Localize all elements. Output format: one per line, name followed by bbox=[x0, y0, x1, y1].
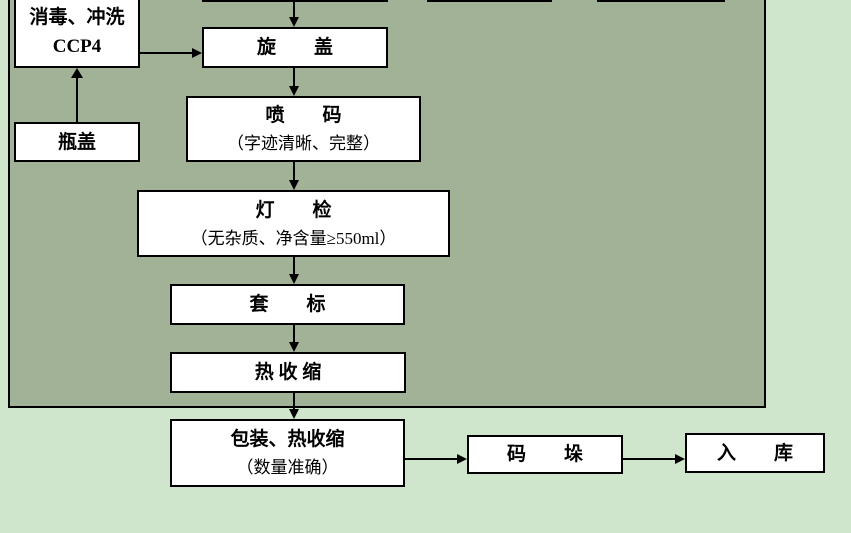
node-ink-coding-note: （字迹清晰、完整） bbox=[227, 134, 380, 153]
arrowhead-bottle-cap-to-disinfect bbox=[71, 68, 83, 78]
arrow-labeling-to-shrink bbox=[293, 325, 295, 343]
arrowhead-packing-to-palletizing bbox=[457, 454, 467, 464]
node-packing-heat-shrink: 包装、热收缩 （数量准确） bbox=[170, 419, 405, 487]
node-light-inspection-note: （无杂质、净含量≥550ml） bbox=[190, 228, 397, 248]
node-heat-shrink-title: 热 收 缩 bbox=[254, 362, 322, 383]
truncated-box-edge-3 bbox=[597, 0, 725, 2]
node-disinfect-subtitle: CCP4 bbox=[52, 36, 102, 57]
node-sleeve-labeling-title: 套 标 bbox=[249, 294, 326, 315]
node-ink-coding-title: 喷 码 bbox=[265, 105, 342, 126]
node-light-inspection: 灯 检 （无杂质、净含量≥550ml） bbox=[137, 190, 450, 257]
node-disinfect-title: 消毒、冲洗 bbox=[29, 7, 125, 28]
node-bottle-cap-title: 瓶盖 bbox=[57, 131, 96, 153]
arrowhead-palletizing-to-warehousing bbox=[675, 454, 685, 464]
arrowhead-top-to-screw-cap bbox=[289, 17, 299, 27]
arrow-inspection-to-labeling bbox=[293, 256, 295, 275]
arrow-disinfect-to-screw-cap bbox=[140, 52, 192, 54]
node-warehousing-title: 入 库 bbox=[716, 442, 793, 464]
arrow-top-to-screw-cap bbox=[293, 2, 295, 18]
arrowhead-coding-to-inspection bbox=[289, 180, 299, 190]
node-palletizing: 码 垛 bbox=[467, 435, 623, 474]
node-heat-shrink: 热 收 缩 bbox=[170, 352, 406, 393]
arrow-screw-cap-to-coding bbox=[293, 68, 295, 87]
node-packing-note: （数量准确） bbox=[236, 458, 339, 477]
node-warehousing: 入 库 bbox=[685, 433, 825, 473]
arrow-palletizing-to-warehousing bbox=[623, 458, 675, 460]
node-packing-title: 包装、热收缩 bbox=[230, 429, 345, 450]
arrow-shrink-to-packing bbox=[293, 393, 295, 410]
node-ink-coding: 喷 码 （字迹清晰、完整） bbox=[186, 96, 421, 162]
arrow-bottle-cap-to-disinfect bbox=[76, 77, 78, 122]
truncated-box-edge-2 bbox=[427, 0, 552, 2]
node-disinfect-rinse-ccp4: 消毒、冲洗 CCP4 bbox=[14, 0, 140, 68]
arrowhead-screw-cap-to-coding bbox=[289, 86, 299, 96]
arrowhead-disinfect-to-screw-cap bbox=[192, 48, 202, 58]
arrow-coding-to-inspection bbox=[293, 162, 295, 181]
truncated-box-edge-1 bbox=[202, 0, 388, 2]
node-screw-cap: 旋 盖 bbox=[202, 27, 388, 68]
node-screw-cap-title: 旋 盖 bbox=[256, 37, 333, 58]
arrowhead-labeling-to-shrink bbox=[289, 342, 299, 352]
arrowhead-shrink-to-packing bbox=[289, 409, 299, 419]
node-bottle-cap: 瓶盖 bbox=[14, 122, 140, 162]
node-sleeve-labeling: 套 标 bbox=[170, 284, 405, 325]
node-palletizing-title: 码 垛 bbox=[506, 444, 583, 465]
arrowhead-inspection-to-labeling bbox=[289, 274, 299, 284]
arrow-packing-to-palletizing bbox=[405, 458, 457, 460]
node-light-inspection-title: 灯 检 bbox=[255, 199, 332, 221]
